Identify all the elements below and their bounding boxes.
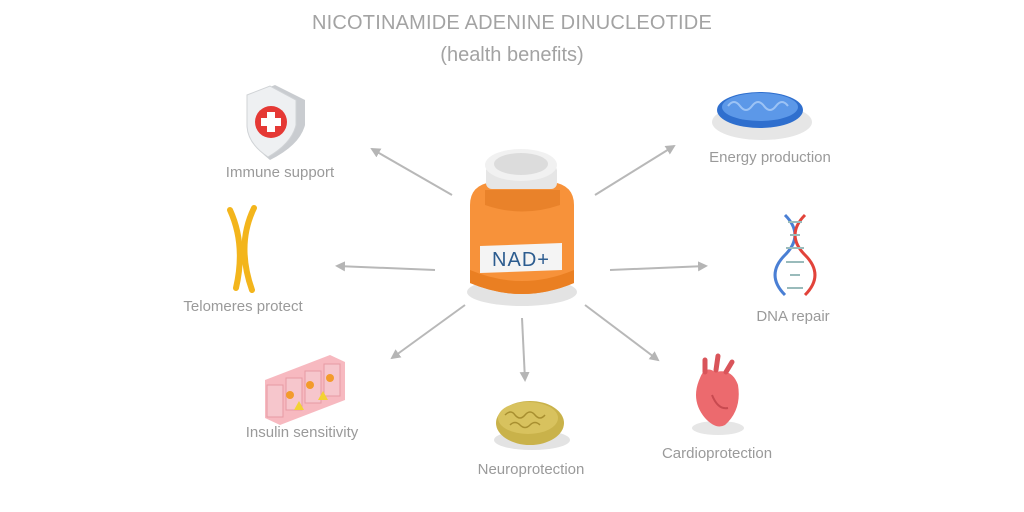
cells-icon [265, 355, 345, 425]
heart-icon [692, 353, 744, 435]
benefit-label-immune-support: Immune support [225, 164, 335, 181]
page-title: NICOTINAMIDE ADENINE DINUCLEOTIDE [312, 12, 712, 34]
benefit-label-telomeres-protect: Telomeres protect [183, 298, 303, 315]
dna-icon [773, 213, 817, 297]
arrow-telomeres [335, 261, 436, 272]
benefit-label-energy-production: Energy production [709, 149, 831, 166]
arrow-energy [594, 144, 676, 196]
arrow-cardio [584, 304, 660, 362]
nad-label: NAD+ [492, 249, 550, 271]
arrow-immune [370, 148, 453, 196]
page-subtitle: (health benefits) [440, 44, 584, 66]
shield-cross-icon [246, 85, 305, 160]
arrow-dna [609, 261, 708, 272]
arrow-insulin [390, 304, 466, 360]
benefit-label-cardioprotection: Cardioprotection [661, 445, 773, 462]
mitochondria-icon [712, 92, 812, 140]
benefit-label-insulin-sensitivity: Insulin sensitivity [245, 424, 359, 441]
brain-icon [494, 401, 570, 450]
benefit-label-dna-repair: DNA repair [756, 308, 830, 325]
arrow-neuro [519, 317, 530, 382]
chromosome-icon [227, 205, 257, 293]
benefit-label-neuroprotection: Neuroprotection [477, 461, 585, 478]
nad-bottle-icon [467, 149, 577, 306]
